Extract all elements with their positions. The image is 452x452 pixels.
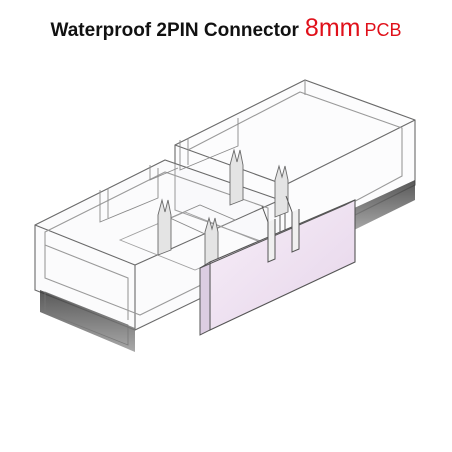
title-type: PCB bbox=[364, 20, 402, 40]
housing-shadow-left bbox=[40, 290, 135, 352]
pcb-end-piece bbox=[199, 195, 356, 336]
housing-shadow-right bbox=[350, 180, 415, 232]
metal-pins bbox=[157, 148, 289, 271]
title-size: 8mm bbox=[304, 14, 361, 42]
title-main: Waterproof 2PIN Connector bbox=[50, 20, 299, 41]
